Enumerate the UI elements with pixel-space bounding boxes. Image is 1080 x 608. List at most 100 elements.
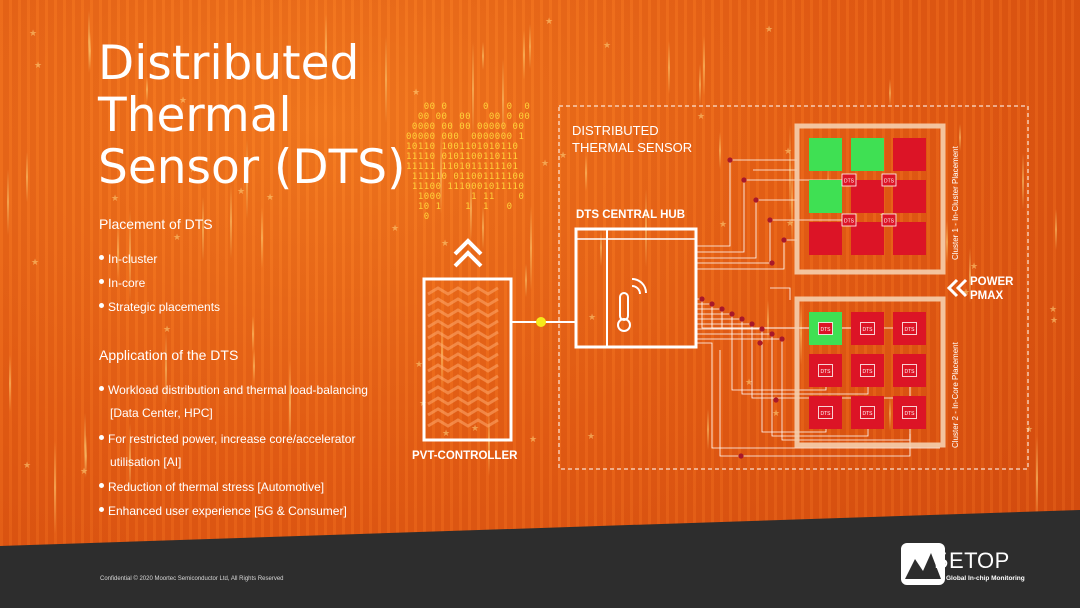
sparkle-icon: ★ <box>1050 316 1059 326</box>
placement-item: In-cluster <box>99 247 399 271</box>
light-streak <box>26 152 28 202</box>
core-cell <box>851 138 884 171</box>
sparkle-icon: ★ <box>541 159 550 169</box>
dts-chip-label: DTS <box>821 369 832 375</box>
sparkle-icon: ★ <box>237 187 246 197</box>
wire-junction <box>757 340 763 346</box>
sparkle-icon: ★ <box>266 193 275 203</box>
wire <box>770 287 791 300</box>
light-streak <box>9 355 11 412</box>
wire <box>696 179 842 253</box>
sparkle-icon: ★ <box>111 194 120 204</box>
wire-junction <box>769 260 775 266</box>
sparkle-icon: ★ <box>179 96 188 106</box>
application-heading: Application of the DTS <box>99 347 239 363</box>
light-streak <box>791 159 793 249</box>
zigzag-row <box>427 297 499 307</box>
light-streak <box>129 423 131 494</box>
sparkle-icon: ★ <box>1025 425 1034 435</box>
dts-chip-label: DTS <box>884 219 895 225</box>
light-streak <box>129 209 131 301</box>
wire-junction <box>773 397 779 403</box>
dts-sensor-chip <box>841 213 857 227</box>
light-streak <box>230 185 232 258</box>
central-hub-box <box>574 227 698 349</box>
sparkle-icon: ★ <box>189 165 198 175</box>
light-streak <box>89 32 91 70</box>
dts-sensor-chip <box>902 364 917 377</box>
wire <box>696 333 869 437</box>
dts-chip-label: DTS <box>905 411 916 417</box>
wire-junction <box>699 296 705 302</box>
sparkle-icon: ★ <box>441 239 450 249</box>
wire <box>696 239 797 270</box>
dts-sensor-chip <box>881 173 897 187</box>
light-streak <box>472 42 474 136</box>
sparkle-icon: ★ <box>471 424 480 434</box>
wire <box>696 159 797 247</box>
wire-junction <box>719 306 725 312</box>
light-streak <box>165 332 167 406</box>
company-logo-text: БЕТОР <box>934 548 1010 573</box>
light-streak <box>470 177 472 240</box>
dts-sensor-chip <box>902 406 917 419</box>
dts-sensor-chip <box>818 406 833 419</box>
light-streak <box>202 197 204 261</box>
sparkle-icon: ★ <box>786 219 795 229</box>
wire-junction <box>769 331 775 337</box>
wire-junction <box>741 177 747 183</box>
sparkle-icon: ★ <box>587 432 596 442</box>
application-item: Reduction of thermal stress [Automotive] <box>99 475 399 499</box>
sensor-wiring <box>696 157 940 459</box>
sparkle-icon: ★ <box>719 220 728 230</box>
cluster-2-label: Cluster 2 - In-Core Placement <box>951 341 960 448</box>
sparkle-icon: ★ <box>415 360 424 370</box>
company-logo-icon <box>901 543 945 585</box>
wire-junction <box>739 316 745 322</box>
light-streak <box>253 349 255 383</box>
wire-junction <box>729 311 735 317</box>
light-streak <box>707 409 709 450</box>
light-streak <box>946 221 948 263</box>
light-streak <box>482 206 484 249</box>
application-item-continuation: [Data Center, HPC] <box>110 406 213 420</box>
dts-sensor-chip <box>881 213 897 227</box>
light-streak <box>246 139 248 219</box>
application-item: For restricted power, increase core/acce… <box>99 427 399 451</box>
wire-junction <box>781 237 787 243</box>
light-streak <box>719 132 721 169</box>
wire-junction <box>779 336 785 342</box>
light-streak <box>767 300 769 344</box>
sparkle-icon: ★ <box>1049 305 1058 315</box>
dts-chip-label: DTS <box>821 411 832 417</box>
light-streak <box>488 410 490 476</box>
sparkle-icon: ★ <box>765 25 774 35</box>
pvt-controller-label: PVT-CONTROLLER <box>412 450 518 462</box>
cluster-1-label: Cluster 1 - In-Cluster Placement <box>951 145 960 260</box>
light-streak <box>252 316 254 352</box>
binary-data-graphic: 00 0 0 0 0 00 00 00 00 0 00 0000 00 00 0… <box>406 102 531 222</box>
light-streak <box>523 30 525 80</box>
light-streak <box>482 42 484 70</box>
wire <box>696 323 911 399</box>
core-cell <box>893 138 926 171</box>
pvt-controller-box <box>422 277 513 442</box>
zigzag-row <box>427 374 499 384</box>
dts-sensor-chip <box>818 364 833 377</box>
wire <box>696 199 797 259</box>
zigzag-row <box>427 286 499 296</box>
sparkle-icon: ★ <box>31 258 40 268</box>
light-streak <box>146 77 148 102</box>
dts-chip-label: DTS <box>905 369 916 375</box>
dts-chip-label: DTS <box>863 411 874 417</box>
pmax-label: PMAX <box>970 290 1004 302</box>
dts-sensor-chip <box>860 364 875 377</box>
light-streak <box>530 206 532 290</box>
dts-label-line1: DISTRIBUTED <box>572 123 659 138</box>
sparkle-icon: ★ <box>962 288 971 298</box>
wire-junction <box>738 453 744 459</box>
dts-sensor-chip <box>902 322 917 335</box>
light-streak <box>800 301 802 365</box>
